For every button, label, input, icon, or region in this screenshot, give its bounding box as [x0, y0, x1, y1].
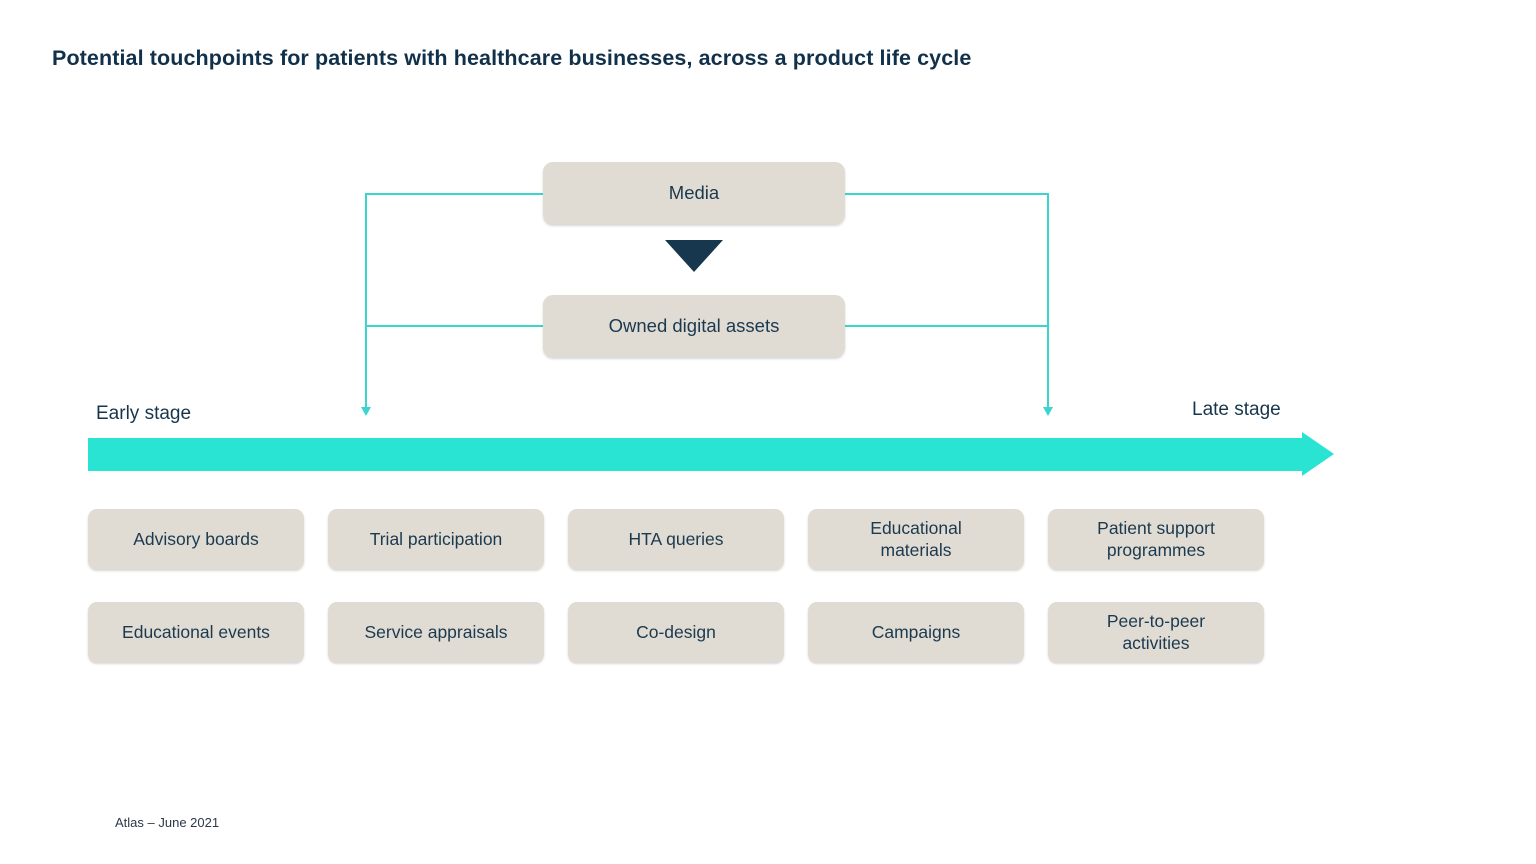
touchpoint-label: Trial participation — [369, 528, 503, 549]
touchpoint-label: Campaigns — [871, 621, 961, 642]
touchpoint-label: Peer-to-peer activities — [1106, 610, 1206, 653]
timeline-arrowhead-icon — [1302, 432, 1334, 476]
connector-line-vertical-left — [365, 193, 367, 408]
down-triangle-icon — [665, 240, 723, 272]
source-note: Atlas – June 2021 — [115, 815, 220, 830]
touchpoint-box-hta-queries: HTA queries — [568, 509, 784, 569]
touchpoint-label: Educational events — [122, 621, 270, 642]
touchpoint-box-co-design: Co-design — [568, 602, 784, 662]
connector-line-top-left — [366, 193, 543, 195]
timeline-arrow-bar — [88, 438, 1302, 471]
touchpoint-label: Patient support programmes — [1097, 517, 1215, 560]
late-stage-label: Late stage — [1192, 399, 1281, 420]
connector-line-top-right — [845, 193, 1048, 195]
early-stage-label: Early stage — [96, 403, 192, 424]
touchpoint-row-1: Advisory boards Trial participation HTA … — [88, 509, 1264, 569]
connector-line-mid-left — [366, 325, 543, 327]
touchpoint-label: Educational materials — [870, 517, 962, 560]
touchpoint-box-service-appraisals: Service appraisals — [328, 602, 544, 662]
media-box: Media — [543, 162, 845, 224]
touchpoint-label: Advisory boards — [133, 528, 259, 549]
connector-line-mid-right — [845, 325, 1048, 327]
owned-digital-assets-label: Owned digital assets — [608, 315, 780, 336]
touchpoint-row-2: Educational events Service appraisals Co… — [88, 602, 1264, 662]
media-box-label: Media — [668, 182, 720, 203]
touchpoint-label: Service appraisals — [364, 621, 508, 642]
connector-line-vertical-right — [1047, 193, 1049, 408]
touchpoint-box-educational-events: Educational events — [88, 602, 304, 662]
touchpoint-box-advisory-boards: Advisory boards — [88, 509, 304, 569]
touchpoint-box-peer-to-peer-activities: Peer-to-peer activities — [1048, 602, 1264, 662]
page-title: Potential touchpoints for patients with … — [52, 46, 972, 70]
touchpoint-label: Co-design — [636, 621, 716, 642]
touchpoint-box-patient-support-programmes: Patient support programmes — [1048, 509, 1264, 569]
touchpoint-label: HTA queries — [628, 528, 724, 549]
touchpoint-box-campaigns: Campaigns — [808, 602, 1024, 662]
owned-digital-assets-box: Owned digital assets — [543, 295, 845, 357]
touchpoint-box-trial-participation: Trial participation — [328, 509, 544, 569]
down-arrowhead-right-icon — [1043, 407, 1053, 416]
down-arrowhead-left-icon — [361, 407, 371, 416]
touchpoint-box-educational-materials: Educational materials — [808, 509, 1024, 569]
